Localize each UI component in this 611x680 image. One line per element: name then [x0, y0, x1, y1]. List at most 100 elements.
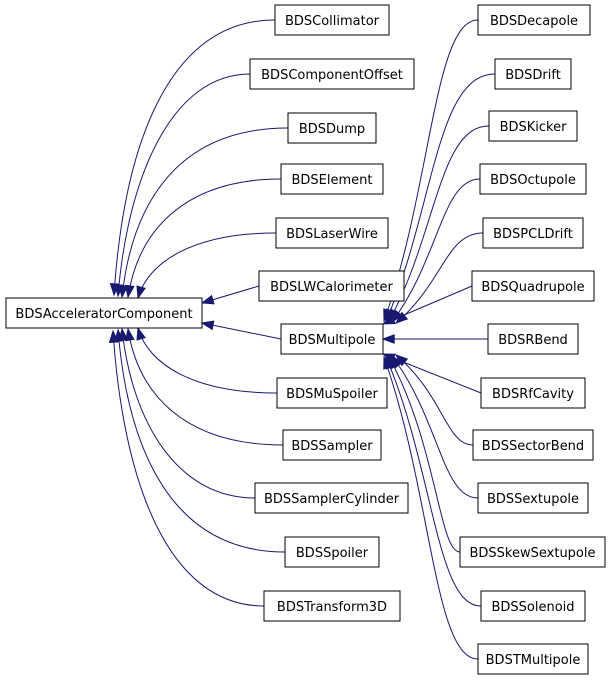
node-solenoid-label: BDSSolenoid — [491, 600, 574, 615]
node-solenoid[interactable]: BDSSolenoid — [480, 590, 586, 622]
arrowhead-multipole-to-root — [200, 320, 215, 331]
node-pcldrift-box[interactable] — [482, 217, 584, 249]
node-drift[interactable]: BDSDrift — [494, 58, 572, 90]
node-sectorbend-label: BDSSectorBend — [482, 439, 584, 454]
node-rfcavity-label: BDSRfCavity — [492, 387, 574, 402]
node-pcldrift[interactable]: BDSPCLDrift — [482, 217, 584, 249]
node-sextupole-label: BDSSextupole — [487, 492, 579, 507]
edge-dump-to-root — [121, 127, 289, 298]
arrowhead-laserwire-to-root — [136, 285, 146, 300]
arrowhead-transform3d-to-root — [108, 329, 119, 344]
edge-sampler-to-root — [127, 328, 284, 446]
node-muspoiler-label: BDSMuSpoiler — [286, 387, 378, 402]
node-componentoffset-box[interactable] — [249, 58, 415, 90]
edges-layer — [108, 19, 496, 660]
node-rbend[interactable]: BDSRBend — [487, 323, 579, 355]
arrowhead-sampler-to-root — [124, 327, 135, 342]
arrowhead-quadrupole-to-multipole — [381, 314, 396, 325]
node-element-label: BDSElement — [291, 173, 372, 188]
edge-sectorbend-to-multipole — [395, 354, 474, 446]
node-multipole[interactable]: BDSMultipole — [280, 323, 384, 355]
node-multipole-label: BDSMultipole — [289, 333, 376, 348]
node-componentoffset[interactable]: BDSComponentOffset — [249, 58, 415, 90]
edge-collimator-to-root — [113, 19, 276, 296]
node-multipole-box[interactable] — [280, 323, 384, 355]
arrowhead-dump-to-root — [118, 284, 129, 299]
node-root-box[interactable] — [5, 297, 203, 329]
node-spoiler-label: BDSSpoiler — [296, 546, 369, 561]
node-samplercylinder-box[interactable] — [254, 482, 409, 514]
edge-spoiler-to-root — [117, 329, 286, 553]
node-rfcavity-box[interactable] — [480, 377, 586, 409]
arrowhead-element-to-root — [124, 284, 135, 299]
edge-kicker-to-multipole — [388, 125, 490, 322]
node-laserwire-box[interactable] — [275, 217, 389, 249]
node-tmultipole[interactable]: BDSTMultipole — [477, 643, 589, 675]
node-element-box[interactable] — [280, 163, 384, 195]
node-tmultipole-box[interactable] — [477, 643, 589, 675]
node-octupole-box[interactable] — [479, 163, 587, 195]
node-collimator[interactable]: BDSCollimator — [274, 4, 390, 36]
edge-samplercylinder-to-root — [121, 328, 256, 499]
edge-quadrupole-to-multipole — [382, 285, 473, 325]
node-octupole[interactable]: BDSOctupole — [479, 163, 587, 195]
node-spoiler[interactable]: BDSSpoiler — [284, 536, 380, 568]
node-sectorbend[interactable]: BDSSectorBend — [472, 429, 594, 461]
node-drift-box[interactable] — [494, 58, 572, 90]
node-element[interactable]: BDSElement — [280, 163, 384, 195]
node-kicker[interactable]: BDSKicker — [488, 110, 578, 142]
arrowhead-pcldrift-to-multipole — [394, 311, 409, 324]
node-skewsextupole[interactable]: BDSSkewSextupole — [459, 536, 606, 568]
edge-tmultipole-to-multipole — [383, 356, 479, 660]
node-sextupole-box[interactable] — [477, 482, 589, 514]
arrowhead-muspoiler-to-root — [136, 326, 146, 341]
node-sampler-label: BDSSampler — [291, 439, 373, 454]
node-skewsextupole-box[interactable] — [459, 536, 606, 568]
node-collimator-box[interactable] — [274, 4, 390, 36]
node-spoiler-box[interactable] — [284, 536, 380, 568]
edge-decapole-to-multipole — [383, 19, 479, 322]
node-sextupole[interactable]: BDSSextupole — [477, 482, 589, 514]
node-transform3d[interactable]: BDSTransform3D — [263, 590, 401, 622]
node-muspoiler[interactable]: BDSMuSpoiler — [276, 377, 388, 409]
node-laserwire[interactable]: BDSLaserWire — [275, 217, 389, 249]
node-root[interactable]: BDSAcceleratorComponent — [5, 297, 203, 329]
edge-multipole-to-root — [201, 322, 282, 340]
node-rbend-box[interactable] — [487, 323, 579, 355]
node-decapole[interactable]: BDSDecapole — [477, 4, 591, 36]
node-muspoiler-box[interactable] — [276, 377, 388, 409]
node-sectorbend-box[interactable] — [472, 429, 594, 461]
node-sampler-box[interactable] — [282, 429, 382, 461]
node-dump[interactable]: BDSDump — [287, 112, 377, 144]
node-decapole-box[interactable] — [477, 4, 591, 36]
node-lwcalorimeter[interactable]: BDSLWCalorimeter — [258, 270, 405, 302]
node-collimator-label: BDSCollimator — [285, 14, 380, 29]
node-quadrupole-box[interactable] — [471, 270, 595, 302]
node-rbend-label: BDSRBend — [498, 333, 568, 348]
node-laserwire-label: BDSLaserWire — [286, 227, 378, 242]
edge-solenoid-to-multipole — [385, 356, 482, 607]
node-skewsextupole-label: BDSSkewSextupole — [470, 546, 596, 561]
node-lwcalorimeter-box[interactable] — [258, 270, 405, 302]
node-tmultipole-label: BDSTMultipole — [486, 653, 581, 668]
node-rfcavity[interactable]: BDSRfCavity — [480, 377, 586, 409]
node-kicker-label: BDSKicker — [500, 120, 568, 135]
node-quadrupole[interactable]: BDSQuadrupole — [471, 270, 595, 302]
nodes-layer: BDSAcceleratorComponent BDSCollimatorBDSC… — [5, 4, 606, 675]
node-drift-label: BDSDrift — [505, 68, 561, 83]
edge-octupole-to-multipole — [391, 178, 481, 323]
node-quadrupole-label: BDSQuadrupole — [481, 280, 584, 295]
node-root-label: BDSAcceleratorComponent — [15, 307, 192, 322]
edge-element-to-root — [127, 178, 282, 298]
node-kicker-box[interactable] — [488, 110, 578, 142]
node-sampler[interactable]: BDSSampler — [282, 429, 382, 461]
node-transform3d-box[interactable] — [263, 590, 401, 622]
node-samplercylinder[interactable]: BDSSamplerCylinder — [254, 482, 409, 514]
node-componentoffset-label: BDSComponentOffset — [261, 68, 403, 83]
edge-skewsextupole-to-multipole — [388, 356, 461, 553]
node-dump-box[interactable] — [287, 112, 377, 144]
node-pcldrift-label: BDSPCLDrift — [493, 227, 573, 242]
node-solenoid-box[interactable] — [480, 590, 586, 622]
edge-componentoffset-to-root — [117, 73, 251, 297]
